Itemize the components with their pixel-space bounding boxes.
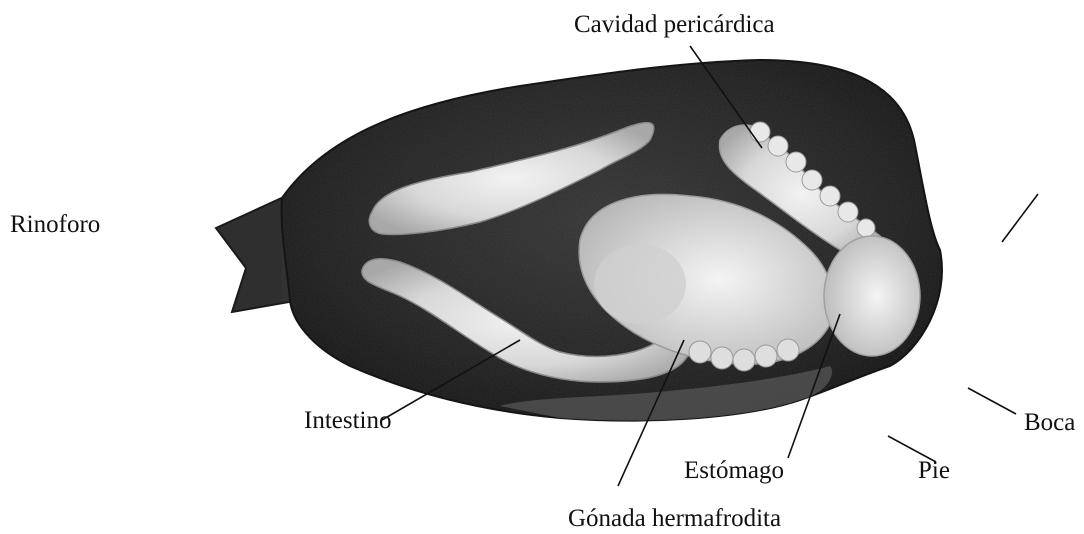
label-hermaphrodite-gonad: Gónada hermafrodita <box>568 506 781 531</box>
label-pericardial-cavity: Cavidad pericárdica <box>574 12 775 37</box>
label-mouth: Boca <box>1024 410 1075 435</box>
label-intestine: Intestino <box>304 408 392 433</box>
label-stomach: Estómago <box>684 458 784 483</box>
label-rhinophore: Rinoforo <box>10 212 100 237</box>
leader-boca <box>968 388 1016 414</box>
buccal-mass <box>824 236 920 356</box>
leader-rinoforo <box>1002 194 1038 242</box>
label-foot: Pie <box>918 458 950 483</box>
